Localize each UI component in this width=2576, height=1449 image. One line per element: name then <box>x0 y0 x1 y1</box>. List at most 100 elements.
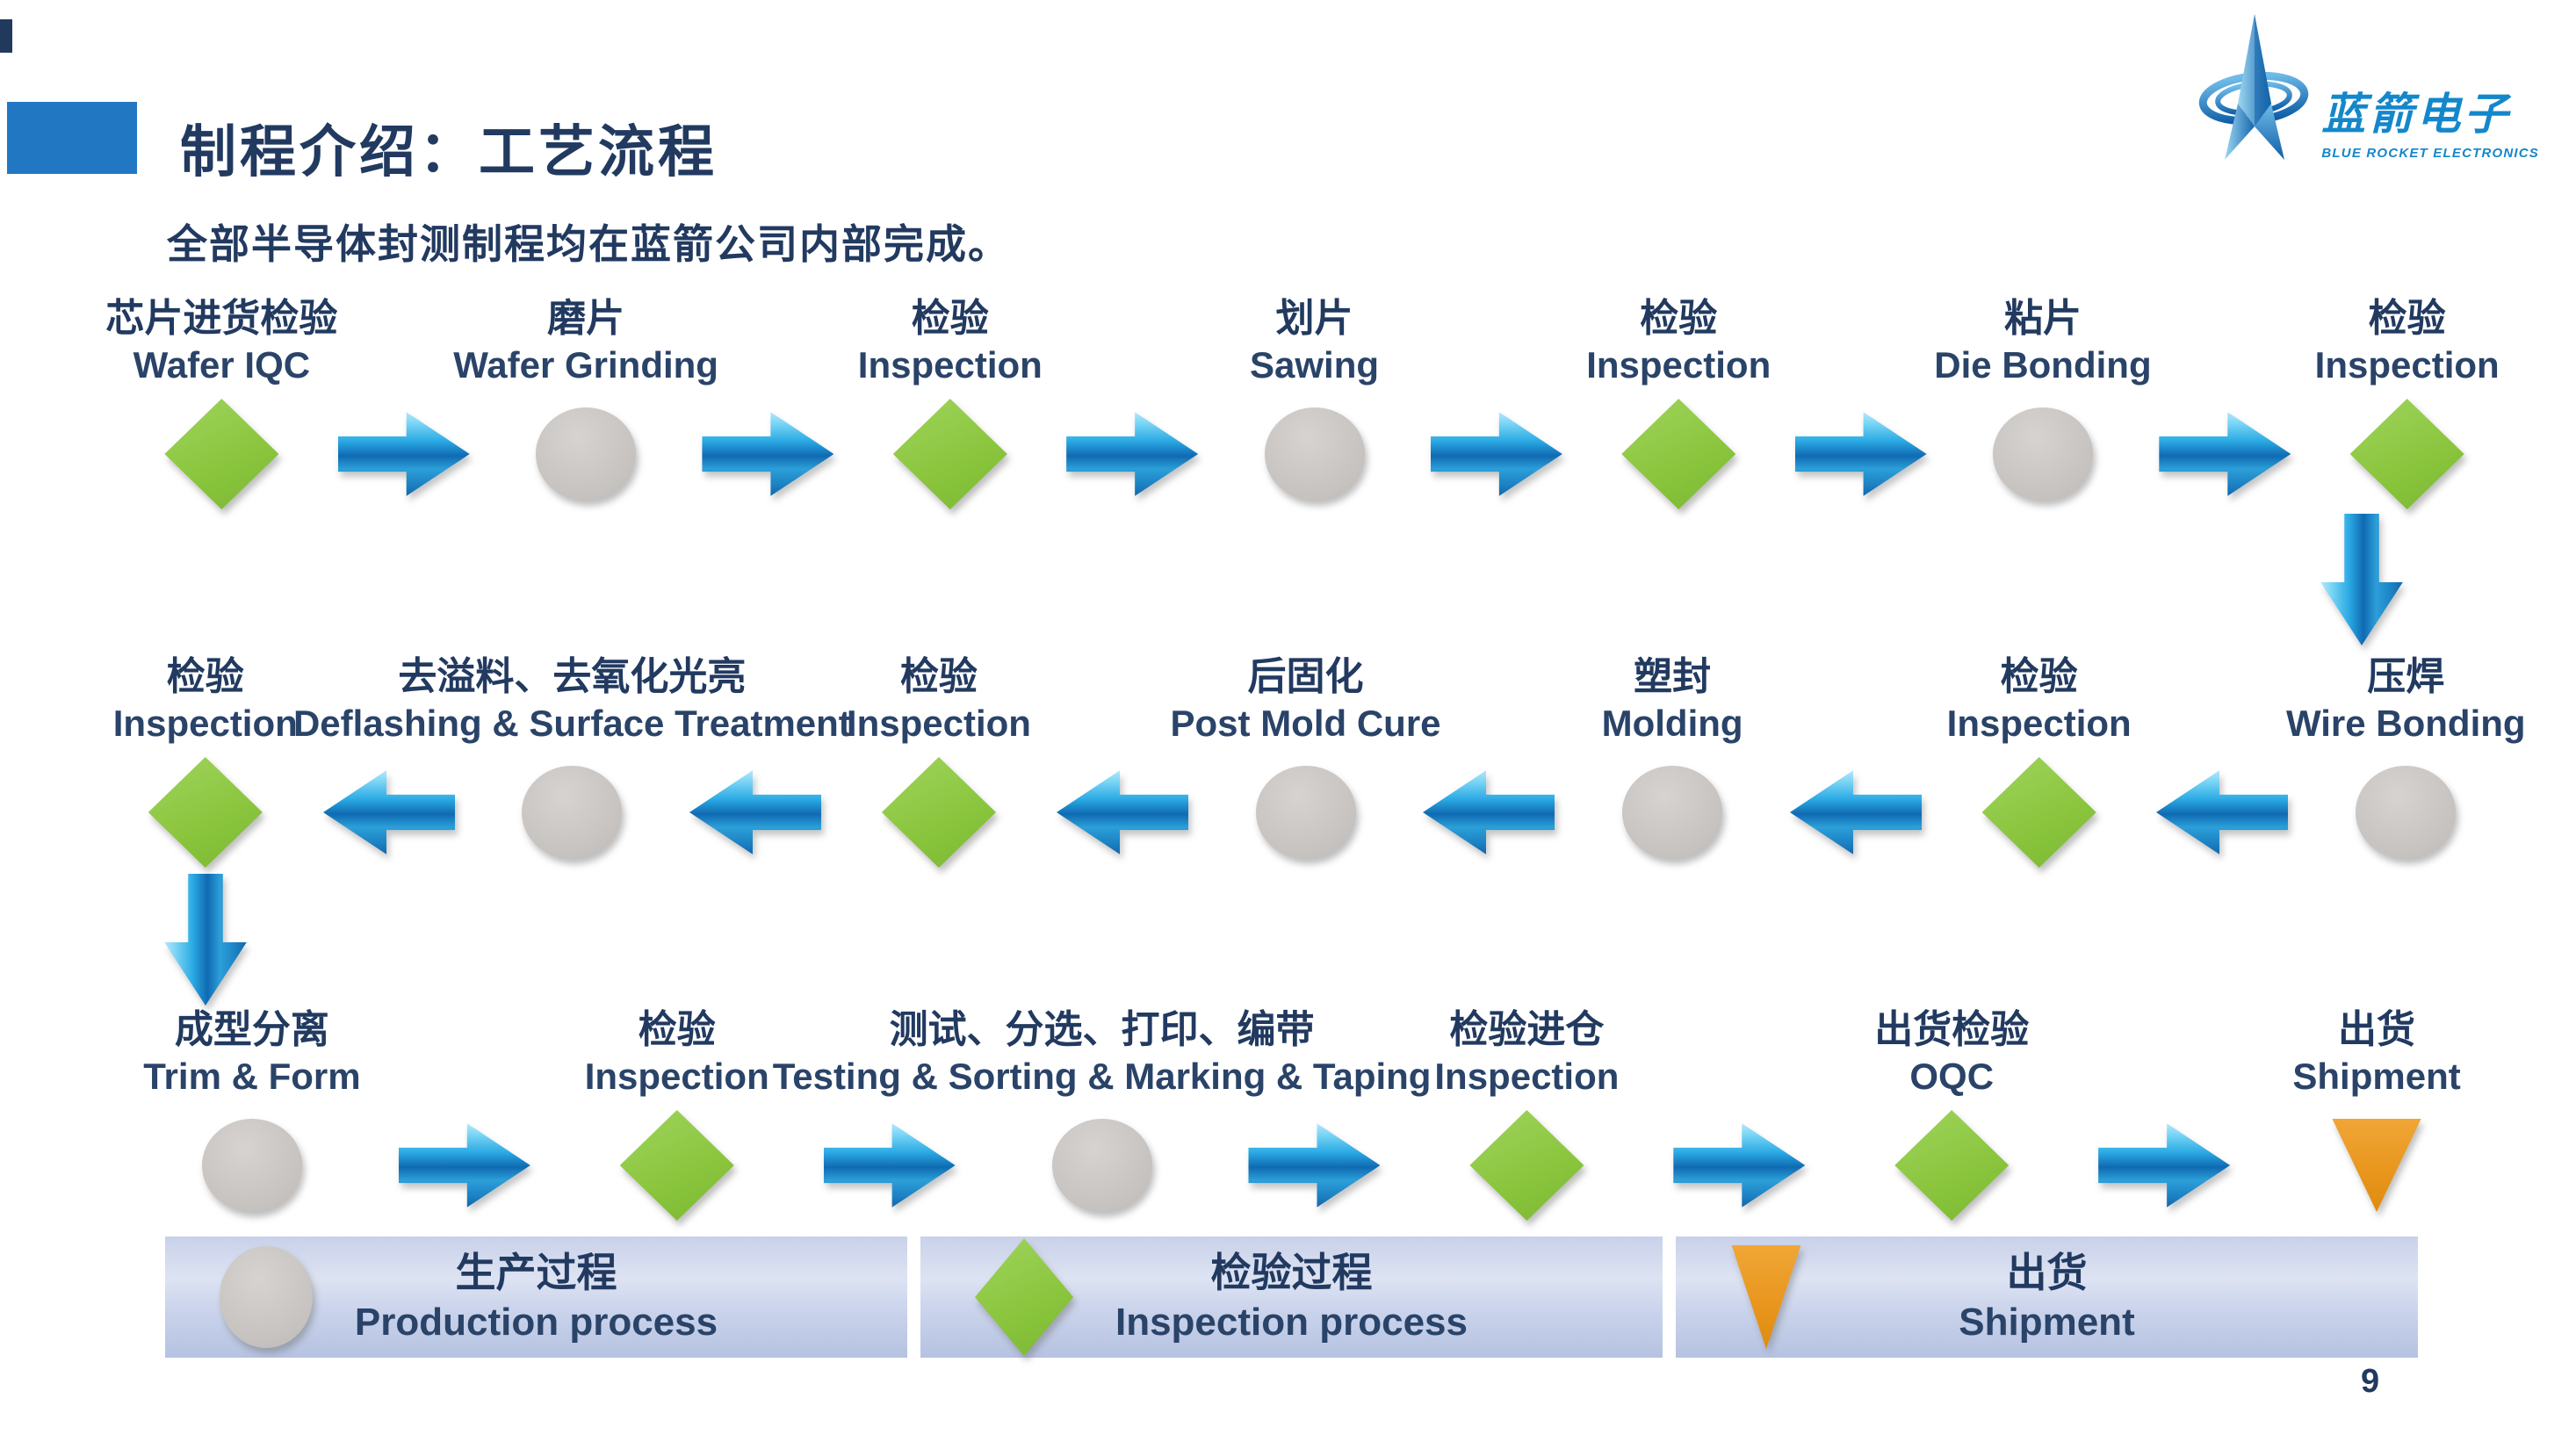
flow-step-label-zh: 测试、分选、打印、编带 <box>889 1008 1315 1051</box>
flow-arrow-col <box>1430 283 1562 520</box>
inspection-diamond-shape <box>1469 1110 1584 1221</box>
flow-arrow-col <box>398 994 530 1231</box>
flow-step-label-en: Inspection <box>857 344 1043 386</box>
flow-step-label-zh: 粘片 <box>2003 297 2082 340</box>
legend-circle-shape <box>220 1246 313 1348</box>
right-arrow-icon <box>1066 407 1199 501</box>
flow-step-label-zh: 检验 <box>166 655 244 698</box>
flow-step-label-en: Trim & Form <box>143 1056 361 1097</box>
flow-step-label: 检验 Inspection <box>1947 641 2132 746</box>
inspection-diamond-shape <box>164 399 279 509</box>
flow-step-label-en: Deflashing & Surface Treatment <box>292 703 851 744</box>
inspection-diamond-shape <box>148 757 263 868</box>
right-arrow-icon <box>1794 407 1927 501</box>
flow-step-label-zh: 检验 <box>1640 297 1718 340</box>
flow-arrow-col <box>1790 641 1922 878</box>
inspection-diamond-shape <box>1981 757 2096 868</box>
flow-step-label-zh: 压焊 <box>2367 655 2445 698</box>
flow-step-shapebox <box>892 388 1007 520</box>
left-arrow-icon <box>1423 766 1555 859</box>
flow-step-shapebox <box>1992 388 2093 520</box>
legend-label-zh: 生产过程 <box>455 1250 617 1295</box>
flow-step-shapebox <box>1469 1099 1584 1231</box>
legend-label-zh: 出货 <box>2006 1250 2088 1295</box>
flow-step-label-en: Inspection <box>584 1056 769 1097</box>
flow-step-shapebox <box>1051 1099 1152 1231</box>
flow-step: 去溢料、去氧化光亮 Deflashing & Surface Treatment <box>293 641 851 878</box>
flow-step-shapebox <box>619 1099 734 1231</box>
flow-arrow-col <box>2159 283 2291 520</box>
flow-step-label-zh: 检验 <box>638 1008 716 1051</box>
process-circle-shape <box>522 766 623 859</box>
inspection-diamond-shape <box>892 399 1007 509</box>
legend-label-en: Inspection process <box>1115 1301 1468 1344</box>
flow-step-label-zh: 成型分离 <box>174 1008 329 1051</box>
inspection-diamond-shape <box>2349 399 2464 509</box>
flow-step-label-en: Inspection <box>1946 703 2132 744</box>
flow-step-shapebox <box>164 388 279 520</box>
flow-step-shapebox <box>881 746 996 878</box>
flow-arrow-col <box>1248 994 1381 1231</box>
flow-step-label-en: Die Bonding <box>1934 344 2152 386</box>
right-arrow-icon <box>2159 407 2291 501</box>
flow-step: 检验 Inspection <box>88 641 323 878</box>
legend-diamond-shape <box>975 1238 1073 1356</box>
flow-step-label-zh: 检验 <box>2368 297 2446 340</box>
right-arrow-icon <box>1430 407 1562 501</box>
flow-step-label: 检验 Inspection <box>585 994 769 1099</box>
flow-arrow-col <box>1673 994 1806 1231</box>
left-arrow-icon <box>2156 766 2288 859</box>
flow-step-label-zh: 出货 <box>2338 1008 2416 1051</box>
left-arrow-icon <box>323 766 455 859</box>
flow-step-label-zh: 后固化 <box>1247 655 1364 698</box>
flow-arrow-col <box>823 994 956 1231</box>
down-arrow-icon <box>2316 514 2407 645</box>
flow-step-label-zh: 检验 <box>2000 655 2078 698</box>
down-arrow-icon <box>160 874 251 1006</box>
flow-step-label-zh: 检验 <box>899 655 978 698</box>
inspection-diamond-shape <box>1621 399 1736 509</box>
flow-step-label-zh: 去溢料、去氧化光亮 <box>398 655 747 698</box>
process-circle-shape <box>1622 766 1723 859</box>
logo-name-zh: 蓝箭电子 <box>2321 90 2512 139</box>
page-number: 9 <box>2361 1363 2380 1400</box>
process-circle-shape <box>1992 407 2093 501</box>
flow-step-shapebox <box>1621 388 1736 520</box>
flow-step-label-en: Wire Bonding <box>2285 703 2526 744</box>
flow-step-shapebox <box>1255 746 1356 878</box>
rocket-star-icon <box>2199 14 2309 160</box>
flow-step-shapebox <box>2328 1099 2425 1231</box>
title-accent-bar <box>7 102 137 174</box>
flow-step: 检验 Inspection <box>1922 641 2157 878</box>
process-circle-shape <box>1051 1119 1152 1212</box>
flow-step-label-zh: 塑封 <box>1634 655 1712 698</box>
right-arrow-icon <box>702 407 834 501</box>
flow-step-label-en: Inspection <box>112 703 298 744</box>
flow-step-label: 去溢料、去氧化光亮 Deflashing & Surface Treatment <box>293 641 851 746</box>
flow-step-shapebox <box>1981 746 2096 878</box>
flow-arrow-col <box>1057 641 1188 878</box>
